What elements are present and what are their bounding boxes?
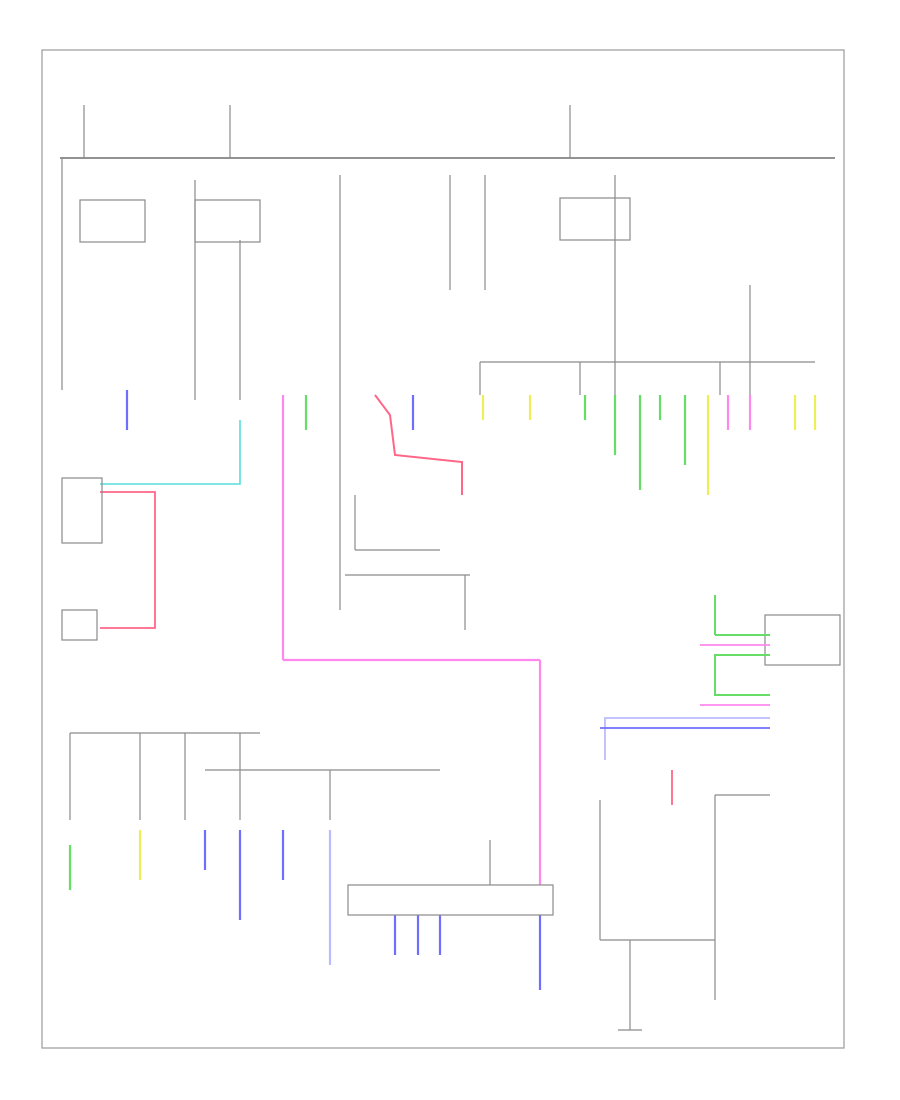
right-connector-block [764,614,841,666]
red-wire-1 [374,394,463,495]
cyan-wire [100,420,241,485]
left-small-module [61,609,98,641]
label-cluster [55,75,95,95]
lavender-wire [604,717,770,760]
relay-3 [559,197,631,241]
diagram-border [41,49,845,1049]
relay-2 [194,199,261,243]
lower-connector-box [347,884,554,916]
green-wire-right-loop [714,654,770,696]
relay-1 [79,199,146,243]
left-control-unit [61,477,103,544]
red-wire-left [100,491,156,629]
